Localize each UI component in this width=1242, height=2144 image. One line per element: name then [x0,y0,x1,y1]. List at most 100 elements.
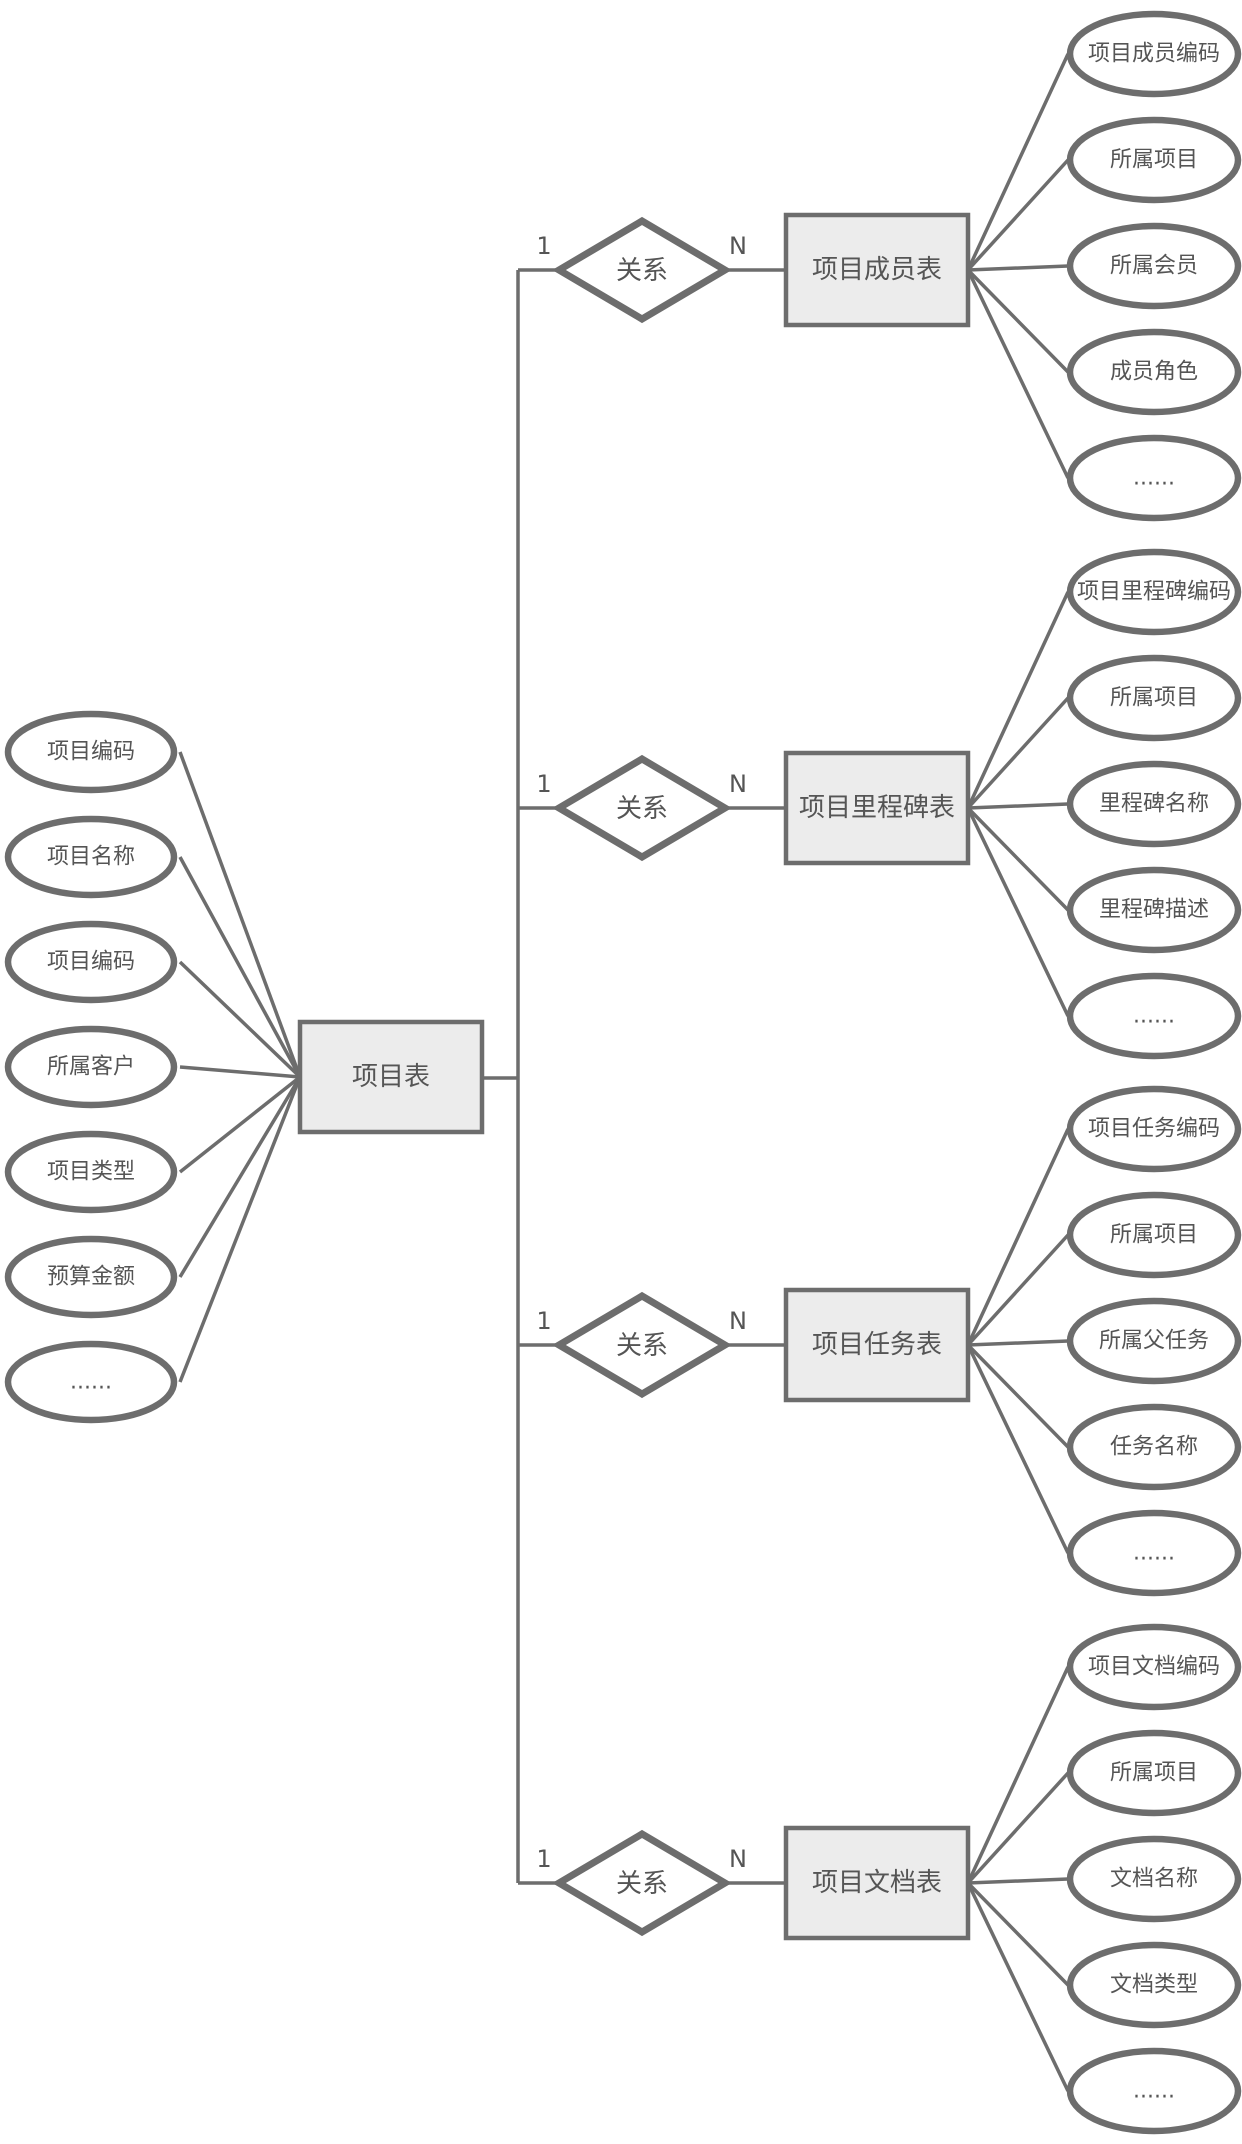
attribute-ellipse [1066,328,1242,416]
attribute-1: 项目编码 [4,710,178,794]
attribute-connector [967,802,1069,810]
attribute-connector [966,1881,1070,1987]
relation-diamond [552,216,732,324]
attribute-connector [178,1075,302,1174]
attribute-1: 项目任务编码 [1066,1085,1242,1173]
attribute-4: 任务名称 [1066,1403,1242,1491]
entity-box [783,1287,971,1403]
attribute-ellipse [1066,1729,1242,1817]
branch-4: 1 N 关系 项目文档表 项目文档编码所属项目文档名称文档类型...... [536,1623,1242,2135]
cardinality-right: N [729,770,747,798]
attribute-5: ...... [1066,434,1242,522]
attribute-connector [966,158,1070,272]
attribute-connector [966,1343,1070,1449]
attribute-ellipse [1066,760,1242,848]
relation-diamond [552,1829,732,1937]
entity-box [297,1019,485,1135]
attribute-label: 所属客户 [47,1055,135,1080]
attribute-5: ...... [1066,1509,1242,1597]
attribute-ellipse [1066,1297,1242,1385]
attribute-connector [178,856,302,1078]
attribute-ellipse [1066,972,1242,1060]
attribute-3: 项目编码 [4,920,178,1004]
attribute-connector [178,1076,302,1383]
cardinality-right: N [729,1845,747,1873]
attribute-ellipse [1066,1403,1242,1491]
attribute-connector [966,591,1070,809]
cardinality-left: 1 [536,232,551,260]
attribute-connector [966,269,1070,479]
attribute-4: 里程碑描述 [1066,866,1242,954]
attribute-connector [967,1877,1069,1885]
attribute-label: 项目编码 [47,950,135,975]
attribute-ellipse [1066,434,1242,522]
attribute-connector [966,806,1070,912]
attribute-label: 所属项目 [1110,1761,1198,1786]
relation-label: 关系 [616,256,668,286]
attribute-label: 所属父任务 [1099,1329,1209,1354]
attribute-ellipse [4,1235,178,1319]
attribute-ellipse [4,920,178,1004]
attribute-label: 项目类型 [47,1160,135,1185]
attribute-5: 项目类型 [4,1130,178,1214]
attribute-connector [178,960,302,1079]
entity-project: 项目表 [297,1019,485,1135]
attribute-label: 所属项目 [1110,686,1198,711]
attribute-3: 文档名称 [1066,1835,1242,1923]
cardinality-left: 1 [536,770,551,798]
relation-label: 关系 [616,1331,668,1361]
attribute-connector [966,696,1070,810]
cardinality-left: 1 [536,1845,551,1873]
attribute-label: 所属会员 [1110,254,1198,279]
relation-label: 关系 [616,794,668,824]
attribute-1: 项目里程碑编码 [1066,548,1242,636]
attribute-label: 项目文档编码 [1088,1655,1220,1680]
attribute-ellipse [4,1130,178,1214]
attribute-1: 项目成员编码 [1066,10,1242,98]
entity-box [783,1825,971,1941]
entity-box [783,212,971,328]
attribute-label: ...... [1133,1004,1175,1029]
attribute-1: 项目文档编码 [1066,1623,1242,1711]
attribute-label: 里程碑描述 [1099,898,1209,923]
attribute-connector [178,1076,302,1278]
cardinality-right: N [729,1307,747,1335]
attribute-label: 成员角色 [1110,360,1198,385]
attribute-connector [966,1882,1070,2092]
entity-label: 项目文档表 [812,1868,942,1898]
attribute-2: 所属项目 [1066,1729,1242,1817]
attribute-ellipse [1066,548,1242,636]
attribute-label: ...... [1133,466,1175,491]
attribute-ellipse [1066,222,1242,310]
attribute-connector [966,807,1070,1017]
attribute-2: 所属项目 [1066,654,1242,742]
attribute-label: 项目任务编码 [1088,1117,1220,1142]
relation-diamond [552,1291,732,1399]
attribute-ellipse [1066,1085,1242,1173]
attribute-label: 所属项目 [1110,1223,1198,1248]
attribute-connector [967,1339,1069,1347]
entity-label: 项目里程碑表 [799,793,955,823]
attribute-ellipse [4,1025,178,1109]
attribute-5: ...... [1066,972,1242,1060]
attribute-5: ...... [1066,2047,1242,2135]
attribute-connector [179,1065,301,1079]
attribute-ellipse [1066,1509,1242,1597]
entity-box [783,750,971,866]
attribute-ellipse [1066,116,1242,204]
cardinality-left: 1 [536,1307,551,1335]
attribute-ellipse [1066,1191,1242,1279]
relation-label: 关系 [616,1869,668,1899]
attribute-connector [966,268,1070,374]
attribute-label: 文档类型 [1110,1973,1198,1998]
attribute-3: 里程碑名称 [1066,760,1242,848]
attribute-connector [966,1128,1070,1346]
entity-label: 项目成员表 [812,255,942,285]
attribute-connector [966,1344,1070,1554]
attribute-label: 项目编码 [47,740,135,765]
attribute-label: 文档名称 [1110,1867,1198,1892]
attribute-label: 项目名称 [47,845,135,870]
